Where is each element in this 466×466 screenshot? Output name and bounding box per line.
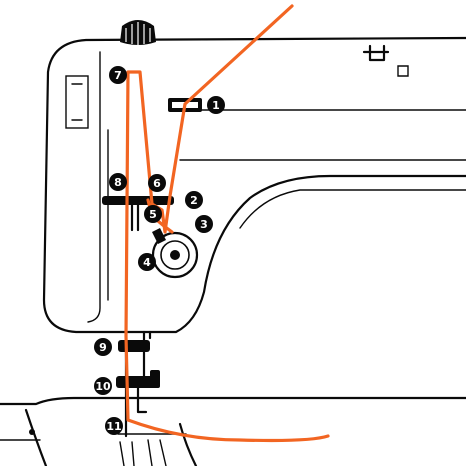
step-marker-badge	[138, 253, 156, 271]
machine-head	[42, 36, 466, 340]
tension-dial	[151, 228, 199, 279]
step-marker-badge	[207, 96, 225, 114]
step-marker-3: 3	[195, 215, 213, 233]
step-marker-label: 4	[143, 256, 151, 269]
step-marker-label: 3	[200, 218, 208, 231]
step-marker-label: 11	[106, 420, 121, 433]
take-up-lever-guide	[102, 196, 174, 232]
step-marker-5: 5	[144, 205, 162, 223]
step-marker-4: 4	[138, 253, 156, 271]
step-marker-11: 11	[105, 417, 123, 435]
step-marker-label: 1	[212, 99, 220, 112]
step-marker-label: 10	[95, 380, 111, 393]
step-marker-label: 2	[190, 194, 198, 207]
step-marker-badge	[144, 205, 162, 223]
step-marker-badge	[195, 215, 213, 233]
step-marker-label: 5	[149, 208, 157, 221]
step-marker-8: 8	[109, 173, 127, 191]
presser-foot	[0, 396, 466, 466]
needle-bar	[116, 330, 160, 438]
step-marker-badge	[109, 66, 127, 84]
step-marker-badge	[94, 338, 112, 356]
step-marker-label: 9	[99, 341, 107, 354]
step-marker-7: 7	[109, 66, 127, 84]
upper-thread-line	[124, 4, 330, 443]
presser-bar-knob	[120, 20, 156, 45]
step-marker-badge	[94, 377, 112, 395]
step-marker-badge	[109, 173, 127, 191]
step-marker-label: 6	[153, 177, 161, 190]
step-marker-2: 2	[185, 191, 203, 209]
step-marker-9: 9	[94, 338, 112, 356]
step-marker-1: 1	[207, 96, 225, 114]
step-marker-6: 6	[148, 174, 166, 192]
step-marker-badge	[185, 191, 203, 209]
step-marker-label: 8	[114, 176, 122, 189]
step-marker-10: 10	[94, 377, 112, 395]
spool-pin	[362, 44, 409, 77]
step-marker-badge	[148, 174, 166, 192]
step-marker-badge	[105, 417, 123, 435]
step-marker-label: 7	[114, 69, 122, 82]
